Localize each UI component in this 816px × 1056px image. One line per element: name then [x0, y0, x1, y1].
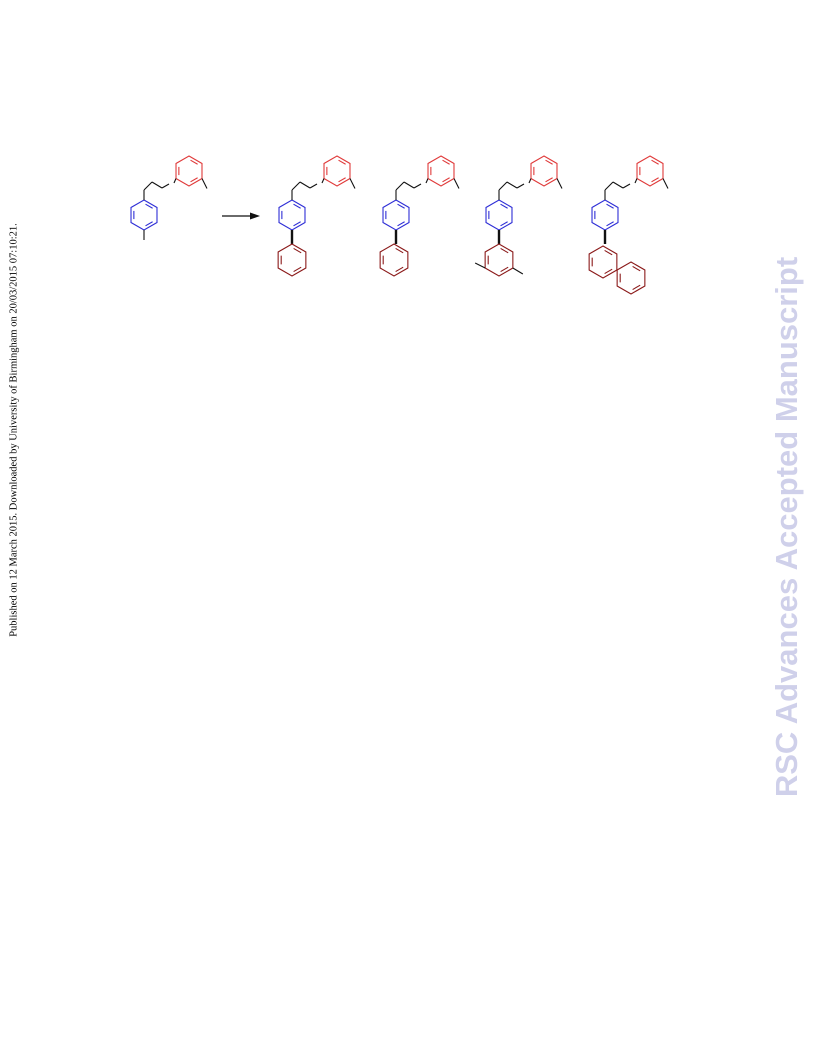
ortho-methyl-bond — [474, 262, 486, 269]
naphthyl-ring-b — [616, 261, 646, 295]
product-4 — [588, 155, 669, 295]
linker-bond — [151, 181, 163, 189]
linker-bond — [143, 181, 153, 191]
methyl-bond — [556, 178, 563, 189]
linker-bond — [161, 183, 170, 189]
aryl-bond — [173, 178, 177, 184]
products — [277, 155, 669, 295]
linker-bond — [291, 181, 301, 191]
naphthyl-ring-a — [588, 245, 618, 279]
aryl-bond — [321, 178, 325, 184]
linker-bond — [498, 181, 508, 191]
reaction-arrow — [222, 212, 260, 220]
linker-bond — [403, 181, 415, 189]
central-ring — [591, 199, 619, 231]
aryl-ring — [636, 155, 664, 187]
central-ring — [485, 199, 513, 231]
central-ring — [130, 199, 158, 231]
methyl-bond — [349, 178, 356, 189]
phenyl-ring — [277, 243, 307, 277]
linker-bond — [395, 181, 405, 191]
aryl-ring-partial — [379, 243, 409, 277]
product-3 — [474, 155, 563, 277]
linker-bond — [506, 181, 518, 189]
aryl-bond — [634, 178, 638, 184]
aryl-ring — [323, 155, 351, 187]
meta-methyl-bond — [512, 267, 524, 275]
aryl-ring — [175, 155, 203, 187]
product-2 — [379, 155, 460, 277]
linker-bond — [299, 181, 311, 189]
linker-bond — [309, 183, 318, 189]
methyl-bond — [662, 178, 669, 189]
starting-material-structure — [130, 155, 208, 240]
aryl-ring — [427, 155, 455, 187]
linker-bond — [516, 183, 525, 189]
linker-bond — [612, 181, 624, 189]
central-ring — [278, 199, 306, 231]
aryl-ring — [530, 155, 558, 187]
linker-bond — [622, 183, 631, 189]
dimethylphenyl-ring — [484, 243, 514, 277]
linker-bond — [413, 183, 422, 189]
methyl-bond — [201, 178, 208, 189]
aryl-bond — [425, 178, 429, 184]
linker-bond — [604, 181, 614, 191]
central-ring — [382, 199, 410, 231]
product-1 — [277, 155, 356, 277]
methyl-bond — [453, 178, 460, 189]
aryl-bond — [528, 178, 532, 184]
